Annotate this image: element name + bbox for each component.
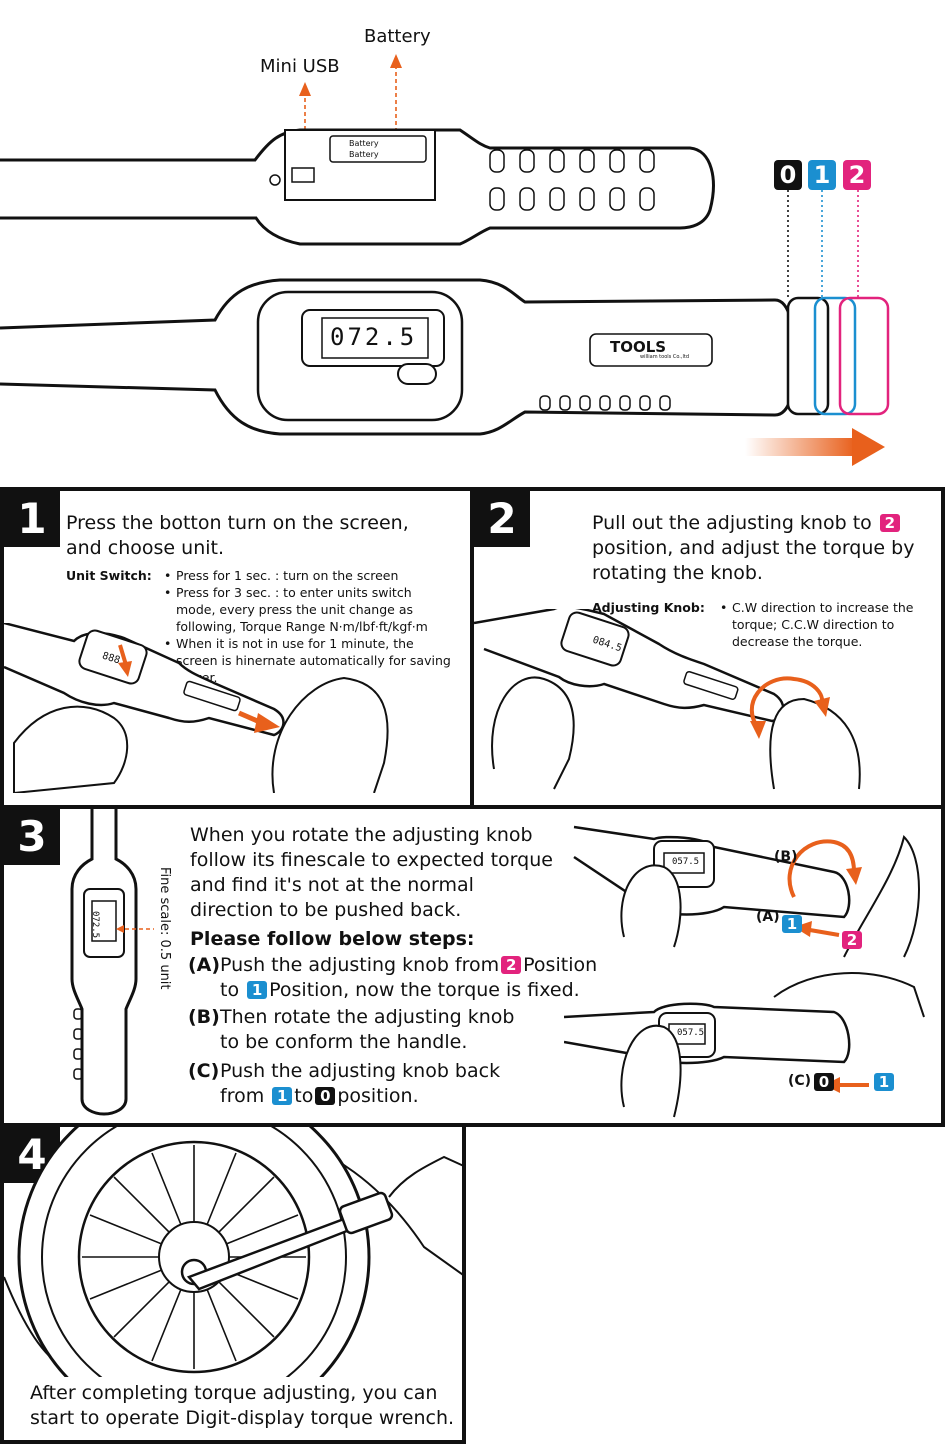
- mini-usb-label: Mini USB: [260, 56, 340, 77]
- step-2-illustration: [474, 609, 861, 790]
- title-text: position, and adjust the torque by rotat…: [592, 537, 915, 584]
- title-line-2: and choose unit.: [66, 537, 225, 559]
- fine-scale-label: Fine scale: 0.5 unit: [157, 867, 172, 990]
- title-text: Pull out the adjusting knob to: [592, 512, 872, 534]
- illus-a-from-badge: 2: [842, 931, 862, 949]
- step-a-text-post: Position, now the torque is fixed.: [269, 979, 580, 1001]
- step-3-intro: When you rotate the adjusting knob follo…: [190, 824, 553, 921]
- step-a-text-pre: Push the adjusting knob from: [220, 954, 500, 976]
- step-number: 1: [4, 491, 60, 547]
- step-4-text: After completing torque adjusting, you c…: [30, 1381, 454, 1431]
- battery-text-2: Battery: [349, 150, 379, 159]
- battery-text-1: Battery: [349, 139, 379, 148]
- step-2-panel: 2 Pull out the adjusting knob to 2 posit…: [470, 487, 945, 809]
- list-item: Press for 1 sec. : turn on the screen: [164, 567, 454, 584]
- position-1-badge: 1: [247, 981, 268, 999]
- position-2-badge: 2: [843, 160, 871, 190]
- unit-switch-list: Press for 1 sec. : turn on the screen Pr…: [164, 567, 454, 686]
- list-item: C.W direction to increase the torque; C.…: [720, 599, 920, 650]
- step-number: 2: [474, 491, 530, 547]
- step-a-label: (A): [188, 954, 221, 976]
- vertical-wrench: [70, 809, 154, 1116]
- step-a-text-mid: Position to: [220, 954, 598, 1001]
- illus-c-label: (C): [788, 1073, 812, 1089]
- step-3-panel: 3 072.5 Fine scale: 0.5 unit When you ro…: [0, 805, 945, 1127]
- title-line-1: Press the botton turn on the screen,: [66, 512, 409, 534]
- list-item: Press for 3 sec. : to enter units switch…: [164, 584, 454, 635]
- step-1-illustration: [4, 623, 389, 793]
- wheel-illustration: [4, 1127, 462, 1377]
- illus-a-to-badge: 1: [782, 915, 802, 933]
- step-1-panel: 1 Press the botton turn on the screen, a…: [0, 487, 474, 809]
- step-c-text-mid: to: [294, 1085, 314, 1107]
- position-1-badge: 1: [808, 160, 836, 190]
- position-0-badge: 0: [315, 1087, 336, 1105]
- step-b-label: (B): [188, 1006, 220, 1028]
- adjusting-knob-list: C.W direction to increase the torque; C.…: [720, 599, 920, 650]
- unit-switch-label: Unit Switch:: [66, 568, 152, 583]
- step-2-title: Pull out the adjusting knob to 2 positio…: [592, 511, 932, 586]
- step-3-illustration: [564, 825, 925, 1118]
- position-2-badge: 2: [501, 956, 522, 974]
- position-2-badge: 2: [879, 514, 900, 532]
- illus-c-from-badge: 1: [874, 1073, 894, 1091]
- step-b-text: Then rotate the adjusting knob to be con…: [220, 1006, 515, 1053]
- vertical-display-value: 072.5: [90, 911, 100, 939]
- step-1-title: Press the botton turn on the screen, and…: [66, 511, 409, 561]
- follow-steps-label: Please follow below steps:: [190, 928, 475, 950]
- position-1-badge: 1: [272, 1087, 293, 1105]
- text-line-1: After completing torque adjusting, you c…: [30, 1382, 438, 1404]
- illus-b-label: (B): [774, 849, 798, 865]
- step-c-text-pre: Push the adjusting knob back from: [220, 1060, 501, 1107]
- adjusting-knob-label: Adjusting Knob:: [592, 600, 705, 615]
- top-display-value: 072.5: [330, 323, 418, 351]
- illus-display-1: 057.5: [672, 857, 700, 867]
- illus-c-to-badge: 0: [814, 1073, 834, 1091]
- wrench-diagram: [0, 54, 890, 466]
- step-c-label: (C): [188, 1060, 220, 1082]
- step-number: 3: [4, 809, 60, 865]
- text-line-2: start to operate Digit-display torque wr…: [30, 1407, 455, 1429]
- battery-label: Battery: [364, 26, 431, 47]
- illus-a-label: (A): [756, 909, 780, 925]
- position-0-badge: 0: [774, 160, 802, 190]
- step-4-panel: 4 After completing torque adjusting, you…: [0, 1123, 466, 1444]
- brand-logo: TOOLS: [610, 338, 667, 356]
- step-c-text-post: position.: [337, 1085, 419, 1107]
- brand-sub: william tools Co.,ltd: [640, 354, 689, 360]
- illus-display-2: 057.5: [677, 1028, 705, 1038]
